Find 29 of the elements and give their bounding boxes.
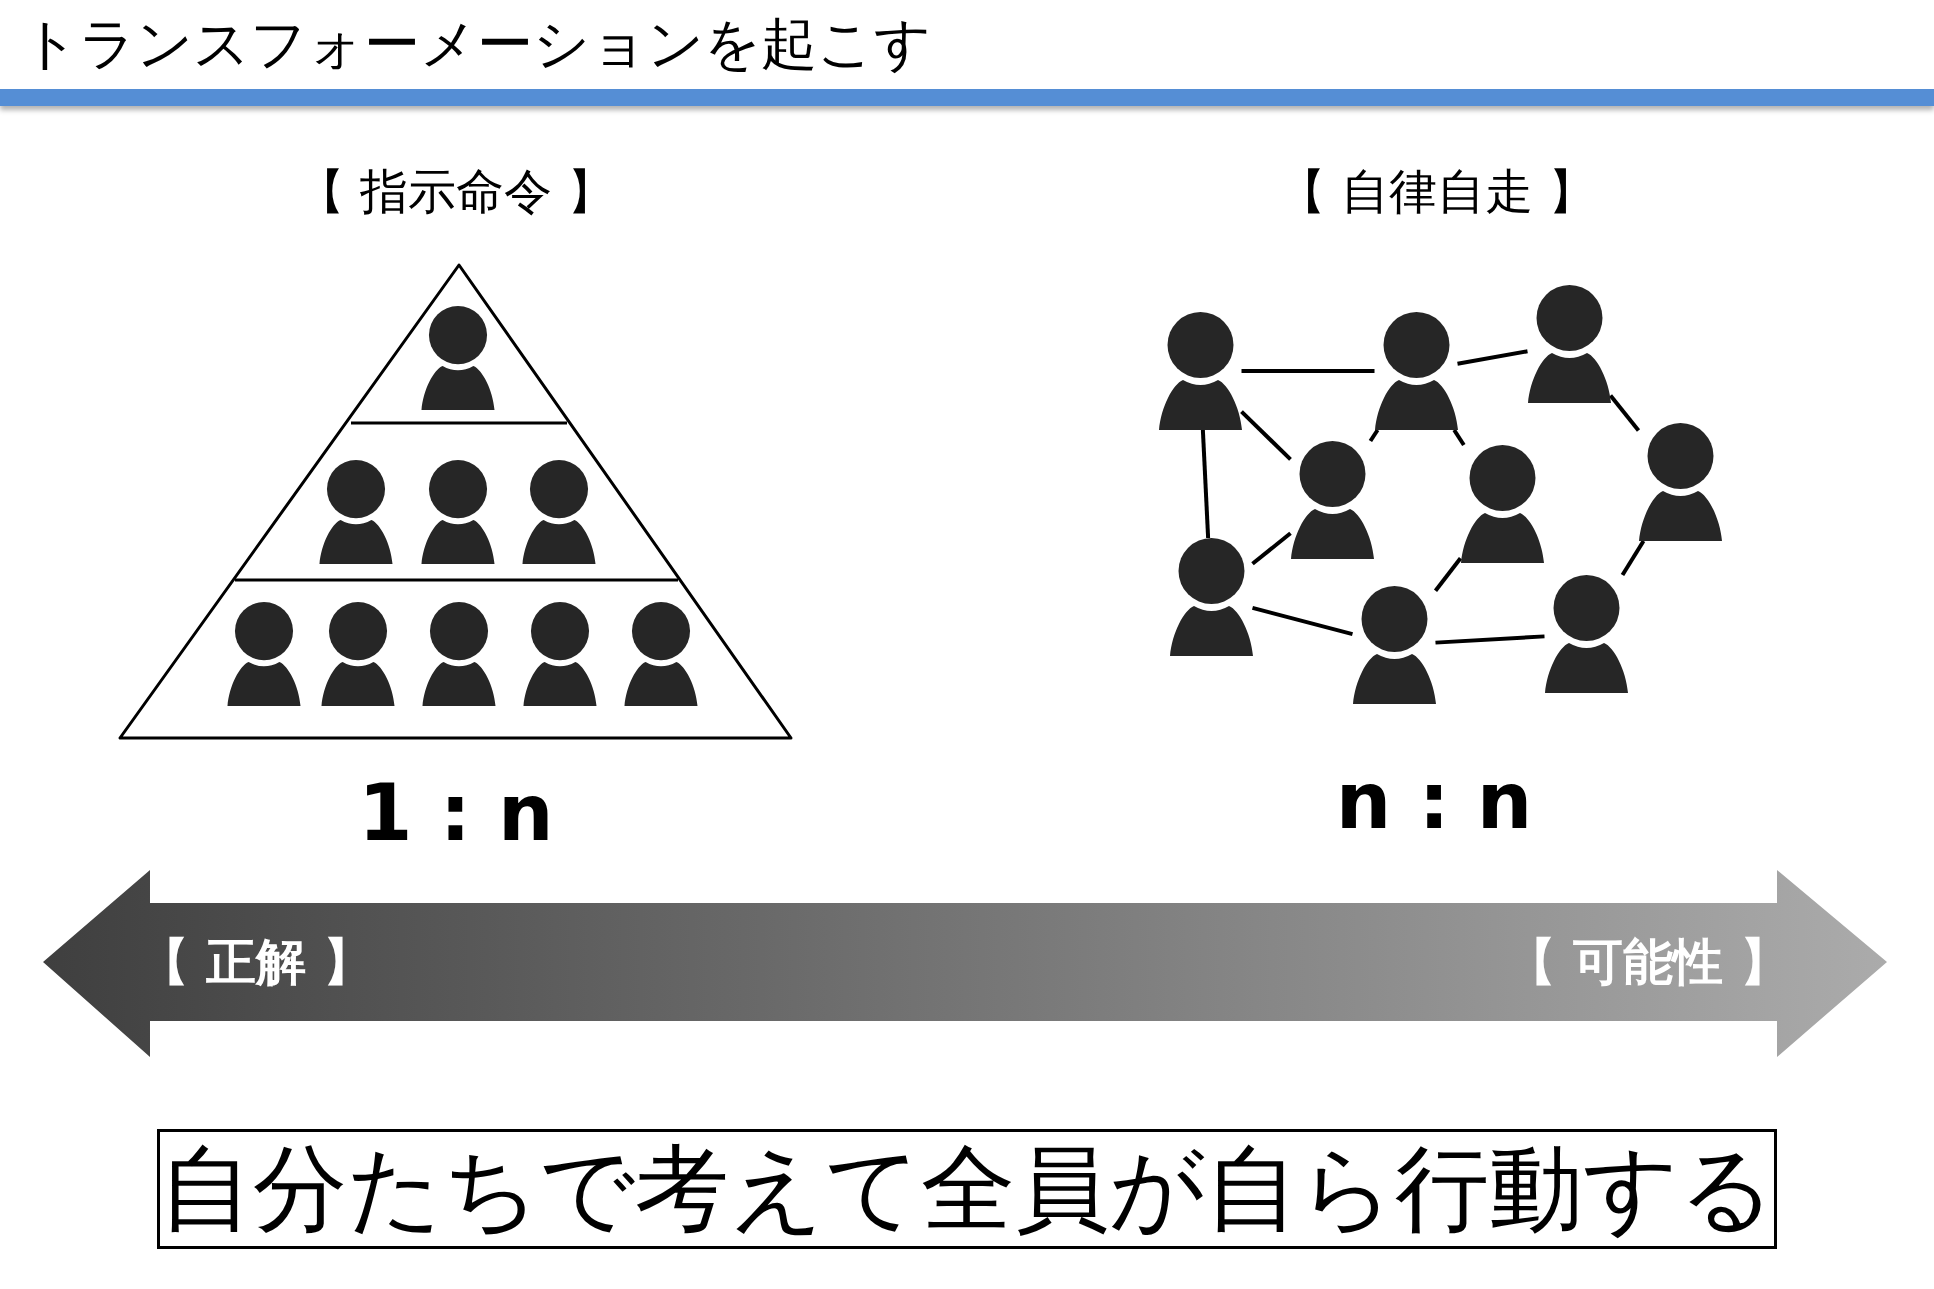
connector-line [1241,369,1375,373]
ratio-label: n : n [1335,759,1533,845]
person-icon [1374,312,1458,430]
connector-line [1240,410,1292,461]
person-icon [1460,445,1544,563]
connector-line [1368,428,1380,443]
connector-line [1452,428,1466,447]
heading: 【 指示命令 】 [296,164,616,218]
connector-line [1608,394,1641,432]
person-icon [1158,312,1242,430]
connector-line [1200,429,1211,539]
person-icon [1638,423,1722,541]
ratio-label: 1 : n [358,771,554,857]
connector-line [1433,556,1463,593]
person-icon [1290,441,1374,559]
connector-line [1251,531,1292,566]
connector-line [1435,634,1545,645]
scale-label: 【 正解 】 [138,934,374,990]
text-box: 自分たちで考えて全員が自ら行動する [157,1129,1777,1249]
connector-line [1620,539,1646,577]
connector-line [1457,349,1528,366]
person-icon [1544,575,1628,693]
title: トランスフォーメーションを起こす [22,12,931,76]
person-icon [1169,538,1253,656]
scale-label: 【 可能性 】 [1505,934,1791,990]
person-icon [1352,586,1436,704]
heading: 【 自律自走 】 [1277,164,1597,218]
connector-line [1252,605,1353,637]
person-icon [1527,285,1611,403]
